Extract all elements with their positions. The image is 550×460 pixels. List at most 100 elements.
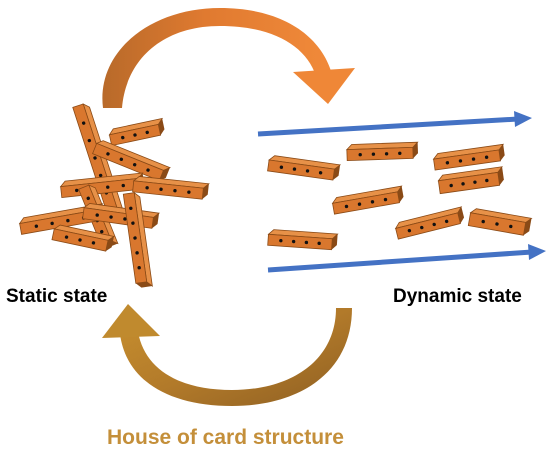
platelet-front-face — [267, 159, 335, 181]
minus-dot-icon — [121, 135, 125, 140]
minus-dot-icon — [123, 217, 127, 221]
minus-dot-icon — [432, 222, 436, 227]
minus-dot-icon — [131, 221, 135, 225]
minus-dot-icon — [291, 239, 296, 244]
minus-dot-icon — [449, 183, 453, 188]
minus-dot-icon — [357, 202, 362, 206]
upper-flow-arrow-shaft — [257, 116, 519, 137]
minus-dot-icon — [370, 200, 375, 204]
minus-dot-icon — [119, 157, 124, 162]
minus-dot-icon — [461, 182, 465, 186]
minus-dot-icon — [495, 222, 499, 226]
dispersed-platelet — [432, 143, 505, 171]
minus-dot-icon — [304, 240, 309, 245]
dispersed-platelet — [331, 185, 404, 215]
minus-dot-icon — [484, 155, 489, 159]
minus-dot-icon — [106, 152, 110, 156]
platelet-end-face — [412, 142, 418, 159]
platelet-end-face — [331, 234, 338, 250]
minus-dot-icon — [133, 133, 137, 137]
platelet-front-face — [395, 212, 461, 240]
minus-dot-icon — [133, 236, 137, 240]
platelet-end-face — [105, 236, 114, 252]
minus-dot-icon — [485, 178, 489, 183]
minus-dot-icon — [146, 168, 150, 172]
minus-dot-icon — [137, 266, 141, 270]
platelet-front-face — [433, 149, 501, 171]
minus-dot-icon — [305, 169, 310, 173]
minus-dot-icon — [398, 151, 402, 156]
minus-dot-icon — [407, 228, 412, 233]
platelet-end-face — [159, 167, 170, 181]
minus-dot-icon — [279, 238, 283, 243]
platelet-end-face — [151, 213, 160, 229]
dispersed-platelet — [267, 229, 339, 251]
dispersed-platelet — [467, 208, 533, 236]
minus-dot-icon — [420, 225, 424, 230]
minus-dot-icon — [318, 171, 323, 175]
minus-dot-icon — [317, 241, 321, 246]
minus-dot-icon — [344, 204, 349, 209]
platelet-end-face — [457, 206, 465, 224]
dispersed-platelet — [437, 166, 504, 195]
card-platelet — [92, 140, 171, 182]
minus-dot-icon — [384, 152, 389, 156]
minus-dot-icon — [292, 167, 297, 171]
lower-flow-arrow-icon — [528, 244, 546, 260]
minus-dot-icon — [145, 186, 149, 190]
top-cycle-arrow-head — [293, 68, 355, 104]
minus-dot-icon — [78, 238, 82, 242]
minus-dot-icon — [509, 224, 513, 229]
minus-dot-icon — [64, 235, 69, 239]
dispersed-platelet — [267, 155, 342, 181]
minus-dot-icon — [444, 219, 449, 224]
minus-dot-icon — [34, 224, 39, 228]
platelet-end-face — [523, 218, 532, 236]
lower-flow-arrow — [267, 244, 546, 273]
minus-dot-icon — [145, 130, 149, 135]
dispersed-platelet — [345, 141, 419, 162]
minus-dot-icon — [121, 183, 125, 188]
minus-dot-icon — [75, 188, 79, 193]
minus-dot-icon — [173, 189, 177, 193]
minus-dot-icon — [91, 241, 96, 245]
static-state-label: Static state — [6, 286, 108, 307]
minus-dot-icon — [159, 187, 163, 191]
minus-dot-icon — [383, 197, 388, 202]
minus-dot-icon — [109, 215, 113, 219]
card-platelet — [132, 176, 210, 200]
platelet-front-face — [332, 191, 400, 215]
platelet-front-face — [346, 146, 414, 162]
dispersed-platelet — [394, 206, 465, 240]
minus-dot-icon — [129, 206, 133, 210]
card-platelet — [18, 203, 105, 235]
minus-dot-icon — [458, 159, 463, 163]
lower-flow-arrow-shaft — [267, 249, 533, 273]
minus-dot-icon — [98, 173, 103, 178]
minus-dot-icon — [100, 229, 104, 234]
minus-dot-icon — [481, 219, 485, 224]
minus-dot-icon — [106, 185, 110, 189]
minus-dot-icon — [358, 152, 362, 157]
house-of-card-cluster — [18, 103, 210, 288]
minus-dot-icon — [93, 156, 97, 160]
platelet-front-face — [132, 180, 204, 200]
minus-dot-icon — [132, 162, 137, 167]
platelet-front-face — [437, 171, 501, 195]
minus-dot-icon — [371, 152, 376, 156]
card-platelet — [122, 191, 153, 288]
platelet-end-face — [498, 144, 505, 161]
minus-dot-icon — [86, 196, 90, 201]
card-platelet — [108, 117, 165, 147]
top-cycle-arrow — [102, 8, 355, 108]
dispersed-platelets — [267, 141, 533, 251]
minus-dot-icon — [471, 157, 476, 161]
platelet-end-face — [332, 164, 341, 181]
minus-dot-icon — [50, 221, 54, 226]
platelet-end-face — [202, 183, 209, 200]
upper-flow-arrow — [257, 111, 532, 137]
upper-flow-arrow-icon — [514, 111, 532, 127]
minus-dot-icon — [66, 218, 70, 223]
bottom-cycle-arrow-head — [102, 304, 160, 338]
